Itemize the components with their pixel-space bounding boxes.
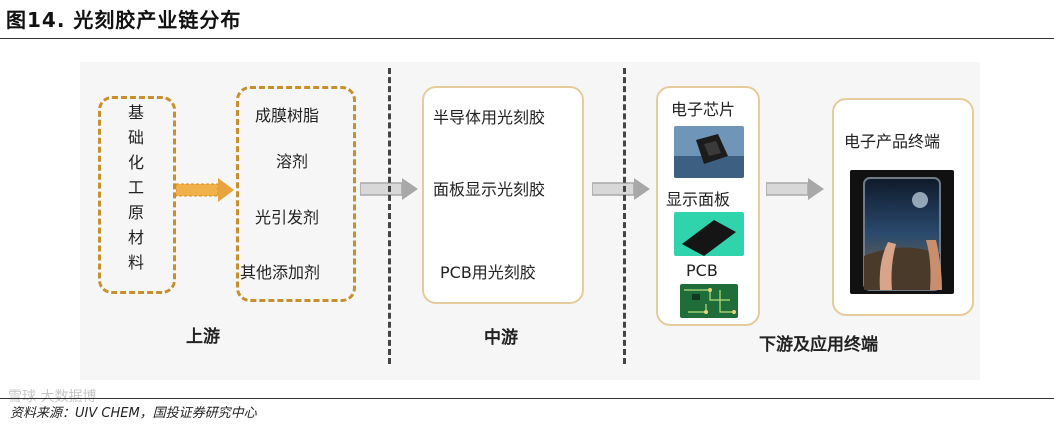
title-rule [0, 38, 1054, 39]
raw-materials-char: 材 [127, 228, 144, 247]
application-item: 电子芯片 [671, 100, 736, 119]
raw-materials-char: 基 [127, 103, 144, 122]
end-product-label: 电子产品终端 [844, 132, 941, 151]
raw-materials-char: 化 [127, 153, 144, 172]
pcb-image [680, 284, 738, 318]
raw-materials-text: 基础化工原材料 [124, 100, 148, 275]
stage-label-downstream: 下游及应用终端 [759, 335, 878, 355]
display-panel-image [674, 212, 744, 256]
orange-arrow-icon [176, 178, 234, 202]
stage-label-upstream: 上游 [186, 327, 220, 347]
chip-image [674, 126, 744, 178]
component-item: 其他添加剂 [240, 263, 321, 282]
source-rule [0, 398, 1054, 399]
source-note: 资料来源：UIV CHEM，国投证券研究中心 [10, 406, 257, 421]
midstream-box [422, 86, 584, 304]
arrow-right-icon [360, 178, 418, 200]
figure-title: 图14. 光刻胶产业链分布 [6, 8, 242, 32]
stage-label-midstream: 中游 [484, 328, 518, 348]
application-item: 显示面板 [666, 190, 731, 209]
component-item: 光引发剂 [255, 208, 320, 227]
component-item: 成膜树脂 [255, 106, 320, 125]
raw-materials-char: 原 [127, 203, 144, 222]
midstream-product: PCB用光刻胶 [440, 263, 536, 282]
stage-divider [623, 68, 626, 364]
smartphone-image [850, 170, 954, 294]
raw-materials-char: 工 [127, 178, 144, 197]
raw-materials-char: 础 [127, 128, 144, 147]
raw-materials-char: 料 [127, 253, 144, 272]
raw-materials-label: 基础化工原材料 [124, 100, 148, 275]
watermark: 雪球 大数据博 [8, 389, 97, 405]
stage-divider [388, 68, 391, 364]
arrow-right-icon [592, 178, 650, 200]
raw-materials-box [98, 96, 176, 294]
components-box [236, 86, 356, 302]
midstream-product: 面板显示光刻胶 [433, 180, 546, 199]
arrow-right-icon [766, 178, 824, 200]
application-item: PCB [686, 261, 718, 280]
midstream-product: 半导体用光刻胶 [433, 108, 546, 127]
component-item: 溶剂 [276, 152, 309, 171]
